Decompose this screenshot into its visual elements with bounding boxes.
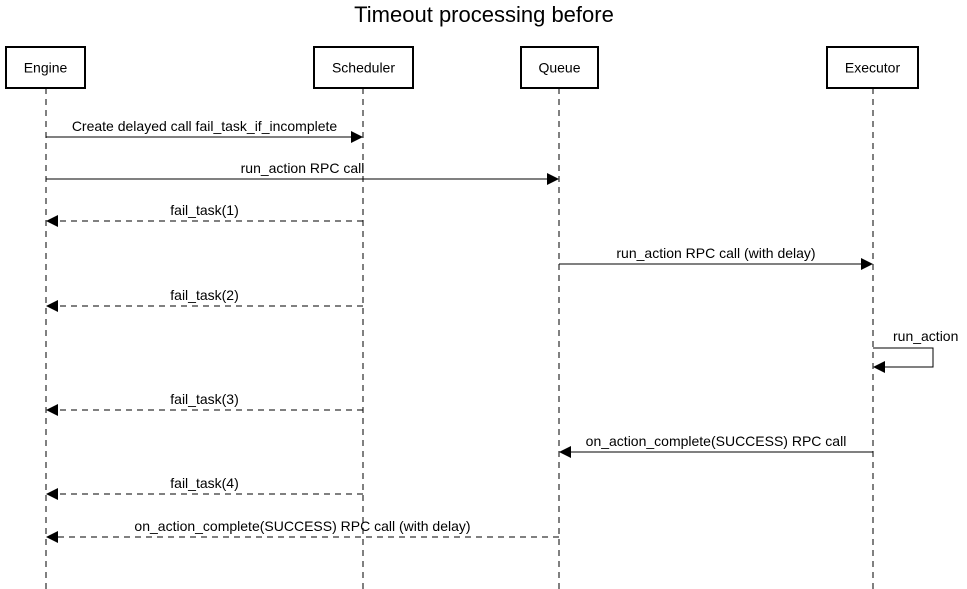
messages: Create delayed call fail_task_if_incompl… xyxy=(46,118,958,543)
message-label: fail_task(2) xyxy=(170,287,238,303)
message-6: run_action xyxy=(873,328,958,373)
message-4: run_action RPC call (with delay) xyxy=(559,245,873,270)
message-8: on_action_complete(SUCCESS) RPC call xyxy=(559,433,873,458)
participant-label: Engine xyxy=(24,60,68,76)
participant-executor: Executor xyxy=(826,46,919,89)
participant-label: Executor xyxy=(845,60,901,76)
message-label: on_action_complete(SUCCESS) RPC call xyxy=(586,433,847,449)
arrowhead xyxy=(46,531,58,543)
participant-box xyxy=(520,46,599,89)
message-label: fail_task(4) xyxy=(170,475,238,491)
message-line xyxy=(873,347,934,368)
arrowhead xyxy=(46,300,58,312)
message-label: run_action RPC call (with delay) xyxy=(616,245,815,261)
arrowhead xyxy=(46,488,58,500)
participant-engine: Engine xyxy=(5,46,86,89)
lifelines xyxy=(45,88,874,589)
arrowhead xyxy=(46,404,58,416)
participant-scheduler: Scheduler xyxy=(313,46,414,89)
message-7: fail_task(3) xyxy=(46,391,363,416)
participant-box xyxy=(826,46,919,89)
message-3: fail_task(1) xyxy=(46,202,363,227)
message-label: Create delayed call fail_task_if_incompl… xyxy=(72,118,338,134)
arrowhead xyxy=(861,258,873,270)
message-label: fail_task(3) xyxy=(170,391,238,407)
arrowhead xyxy=(873,361,885,373)
participant-label: Queue xyxy=(538,60,580,76)
message-label: fail_task(1) xyxy=(170,202,238,218)
arrowhead xyxy=(547,173,559,185)
arrowhead xyxy=(559,446,571,458)
diagram-title: Timeout processing before xyxy=(354,2,614,27)
arrowhead xyxy=(351,131,363,143)
participant-label: Scheduler xyxy=(332,60,395,76)
participant-box xyxy=(5,46,86,89)
message-label: run_action RPC call xyxy=(241,160,365,176)
message-5: fail_task(2) xyxy=(46,287,363,312)
message-10: on_action_complete(SUCCESS) RPC call (wi… xyxy=(46,518,559,543)
message-1: Create delayed call fail_task_if_incompl… xyxy=(46,118,363,143)
participant-queue: Queue xyxy=(520,46,599,89)
participants: Engine Scheduler Queue Executor xyxy=(5,46,919,89)
message-9: fail_task(4) xyxy=(46,475,363,500)
message-label: run_action xyxy=(893,328,958,344)
message-label: on_action_complete(SUCCESS) RPC call (wi… xyxy=(134,518,470,534)
participant-box xyxy=(313,46,414,89)
arrowhead xyxy=(46,215,58,227)
message-2: run_action RPC call xyxy=(46,160,559,185)
